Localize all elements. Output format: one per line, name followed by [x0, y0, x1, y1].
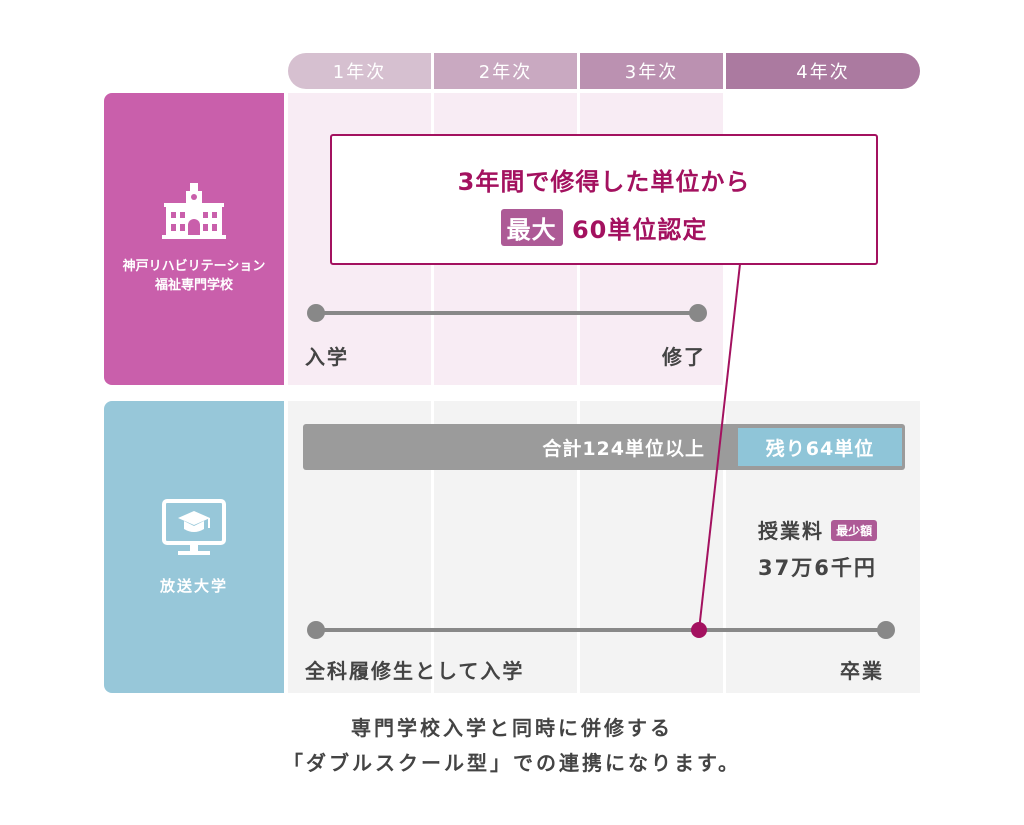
school-end-label: 修了	[662, 345, 706, 369]
year-header-1: 1年次	[288, 53, 431, 89]
callout-line1: 3年間で修得した単位から	[457, 168, 751, 196]
school-end-dot	[689, 304, 707, 322]
school-row-header: 神戸リハビリテーション 福祉専門学校	[104, 93, 284, 385]
year-header-4: 4年次	[726, 53, 920, 89]
year-header-3: 3年次	[580, 53, 723, 89]
footer-line2: 「ダブルスクール型」での連携になります。	[283, 751, 741, 775]
callout-line2: 60単位認定	[571, 216, 708, 244]
footer-line1: 専門学校入学と同時に併修する	[351, 716, 673, 740]
school-start-dot	[307, 304, 325, 322]
university-end-dot	[877, 621, 895, 639]
transfer-point-dot	[691, 622, 707, 638]
credit-transfer-callout: 3年間で修得した単位から 最大 60単位認定	[330, 134, 878, 265]
university-row-header: 放送大学	[104, 401, 284, 693]
tuition-label: 授業料	[758, 519, 824, 543]
tuition-min-badge: 最少額	[831, 520, 878, 541]
school-timeline-line	[316, 311, 698, 315]
graduation-monitor-icon	[162, 498, 226, 555]
university-name: 放送大学	[159, 576, 228, 595]
callout-max-badge: 最大	[500, 209, 563, 246]
year-header-2: 2年次	[434, 53, 577, 89]
university-timeline-line	[316, 628, 886, 632]
school-name-line2: 福祉専門学校	[154, 278, 233, 293]
total-credits-label: 合計124単位以上	[542, 437, 705, 460]
school-name-line1: 神戸リハビリテーション	[122, 259, 266, 274]
remaining-credits-badge: 残り64単位	[738, 428, 902, 466]
school-start-label: 入学	[305, 345, 349, 369]
university-start-dot	[307, 621, 325, 639]
university-start-label: 全科履修生として入学	[305, 659, 525, 683]
school-building-icon	[162, 183, 226, 239]
tuition-block: 授業料 最少額 37万6千円	[758, 515, 878, 582]
tuition-value: 37万6千円	[758, 556, 877, 580]
university-end-label: 卒業	[840, 659, 884, 683]
